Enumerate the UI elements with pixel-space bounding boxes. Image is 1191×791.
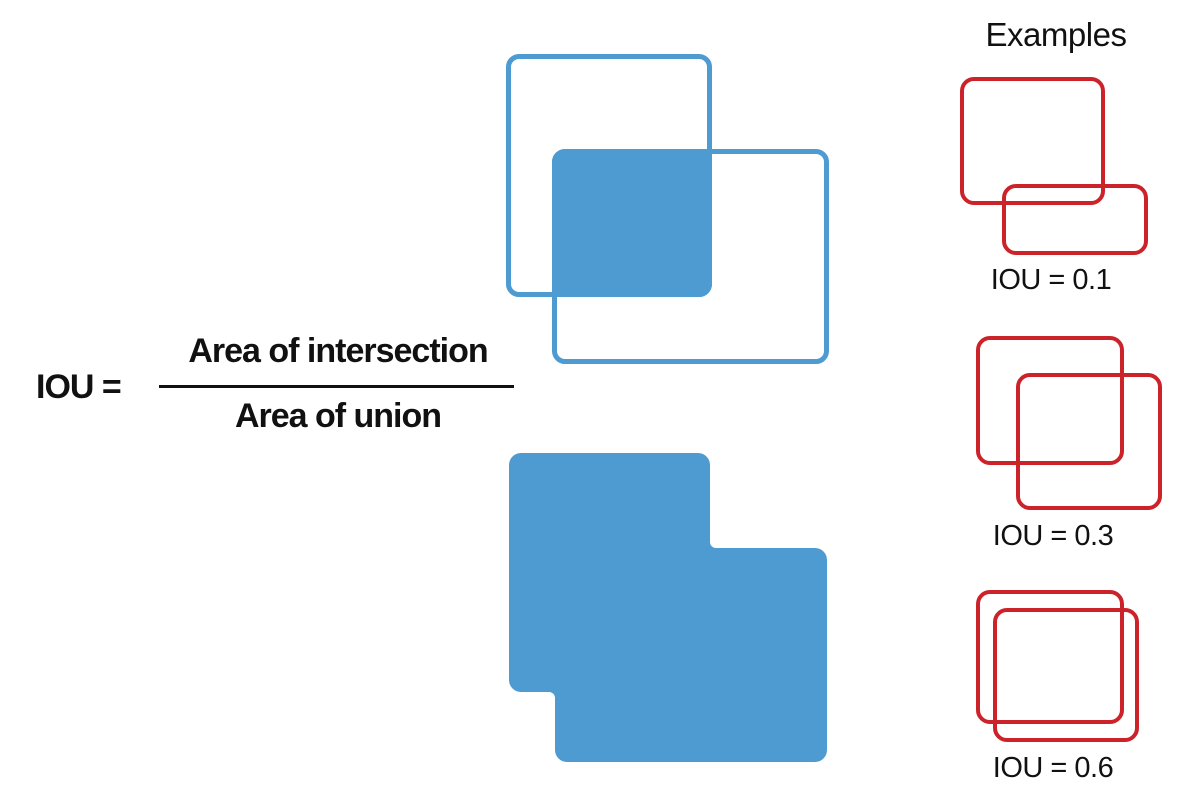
- example-2-box-2: [1016, 373, 1162, 510]
- intersection-fill: [552, 149, 712, 297]
- fraction-bar: [159, 385, 514, 388]
- example-2-label: IOU = 0.3: [992, 520, 1114, 552]
- union-shape: [509, 453, 827, 762]
- example-3-box-2: [993, 608, 1139, 742]
- examples-title: Examples: [985, 16, 1127, 53]
- example-3-box-1: [976, 590, 1124, 724]
- fraction-denominator: Area of union: [234, 397, 442, 435]
- union-shape-path: [509, 453, 827, 762]
- example-3-label: IOU = 0.6: [992, 752, 1114, 784]
- formula-lhs: IOU =: [36, 368, 122, 406]
- example-1-box-2: [1002, 184, 1148, 255]
- example-1-label: IOU = 0.1: [990, 264, 1112, 296]
- example-2-box-1: [976, 336, 1124, 465]
- example-1-box-1: [960, 77, 1105, 205]
- fraction-numerator: Area of intersection: [188, 332, 488, 370]
